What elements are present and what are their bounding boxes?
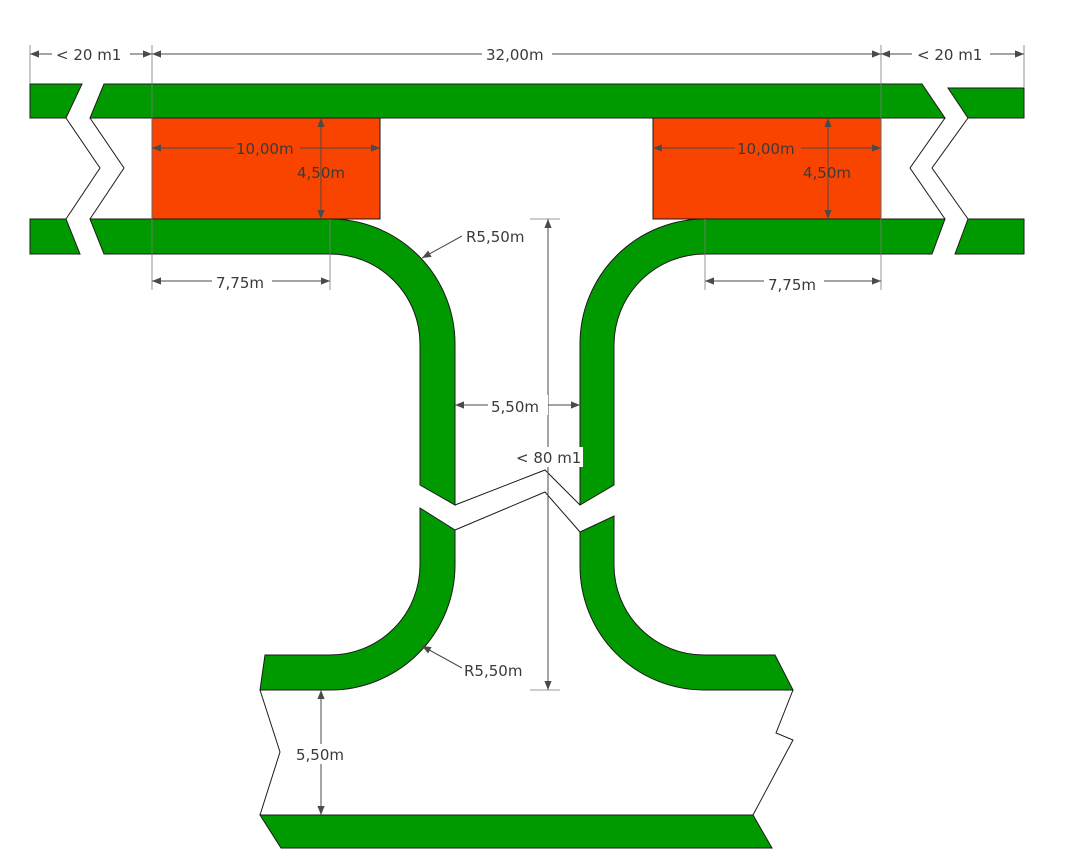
break-line-left-a: [65, 117, 101, 220]
break-line-right-a: [909, 117, 946, 220]
label-bottom-radius: R5,50m: [464, 662, 522, 680]
label-left-extension: < 20 m1: [56, 46, 121, 64]
road-segment-bottom-far: [259, 814, 773, 849]
label-bottom-gap: 5,50m: [296, 746, 344, 764]
label-right-offset: 7,75m: [768, 276, 816, 294]
break-line-left-b: [89, 117, 125, 220]
top-road-lower-band: [29, 218, 1025, 506]
road-segment-lower-left-stub: [29, 218, 81, 255]
label-left-parking-width: 10,00m: [236, 140, 294, 158]
parking-area-right: [652, 117, 882, 220]
break-line-stem-a: [454, 469, 581, 506]
break-lines: [65, 117, 969, 816]
road-segment-bottom-left-curve: [259, 507, 456, 691]
label-stem-width: 5,50m: [491, 398, 539, 416]
label-right-extension: < 20 m1: [917, 46, 982, 64]
label-top-radius: R5,50m: [466, 228, 524, 246]
dimension-labels: < 20 m1 32,00m < 20 m1 10,00m 4,50m 10,0…: [56, 46, 982, 764]
leader-bottom-radius: [421, 645, 463, 669]
road-segment-upper-main: [89, 83, 946, 119]
label-backgrounds: [52, 44, 990, 764]
label-left-parking-depth: 4,50m: [297, 164, 345, 182]
road-segment-lower-left-curve: [89, 218, 456, 506]
label-right-parking-width: 10,00m: [737, 140, 795, 158]
break-line-bottom-left: [259, 689, 281, 816]
leader-top-radius: [421, 235, 463, 259]
top-road-upper-band: [29, 83, 1025, 119]
bottom-road: [259, 507, 794, 849]
road-segment-bottom-right-curve: [579, 515, 794, 691]
label-top-width: 32,00m: [486, 46, 544, 64]
break-line-bottom-right: [752, 689, 794, 816]
break-line-right-b: [931, 117, 969, 220]
label-right-parking-depth: 4,50m: [803, 164, 851, 182]
road-segment-lower-right-stub: [954, 218, 1025, 255]
label-left-offset: 7,75m: [216, 274, 264, 292]
label-stem-length: < 80 m1: [516, 449, 581, 467]
parking-area-left: [151, 117, 381, 220]
road-segment-upper-left-stub: [29, 83, 83, 119]
road-segment-lower-right-curve: [579, 218, 946, 506]
road-segment-upper-right-stub: [947, 87, 1025, 119]
